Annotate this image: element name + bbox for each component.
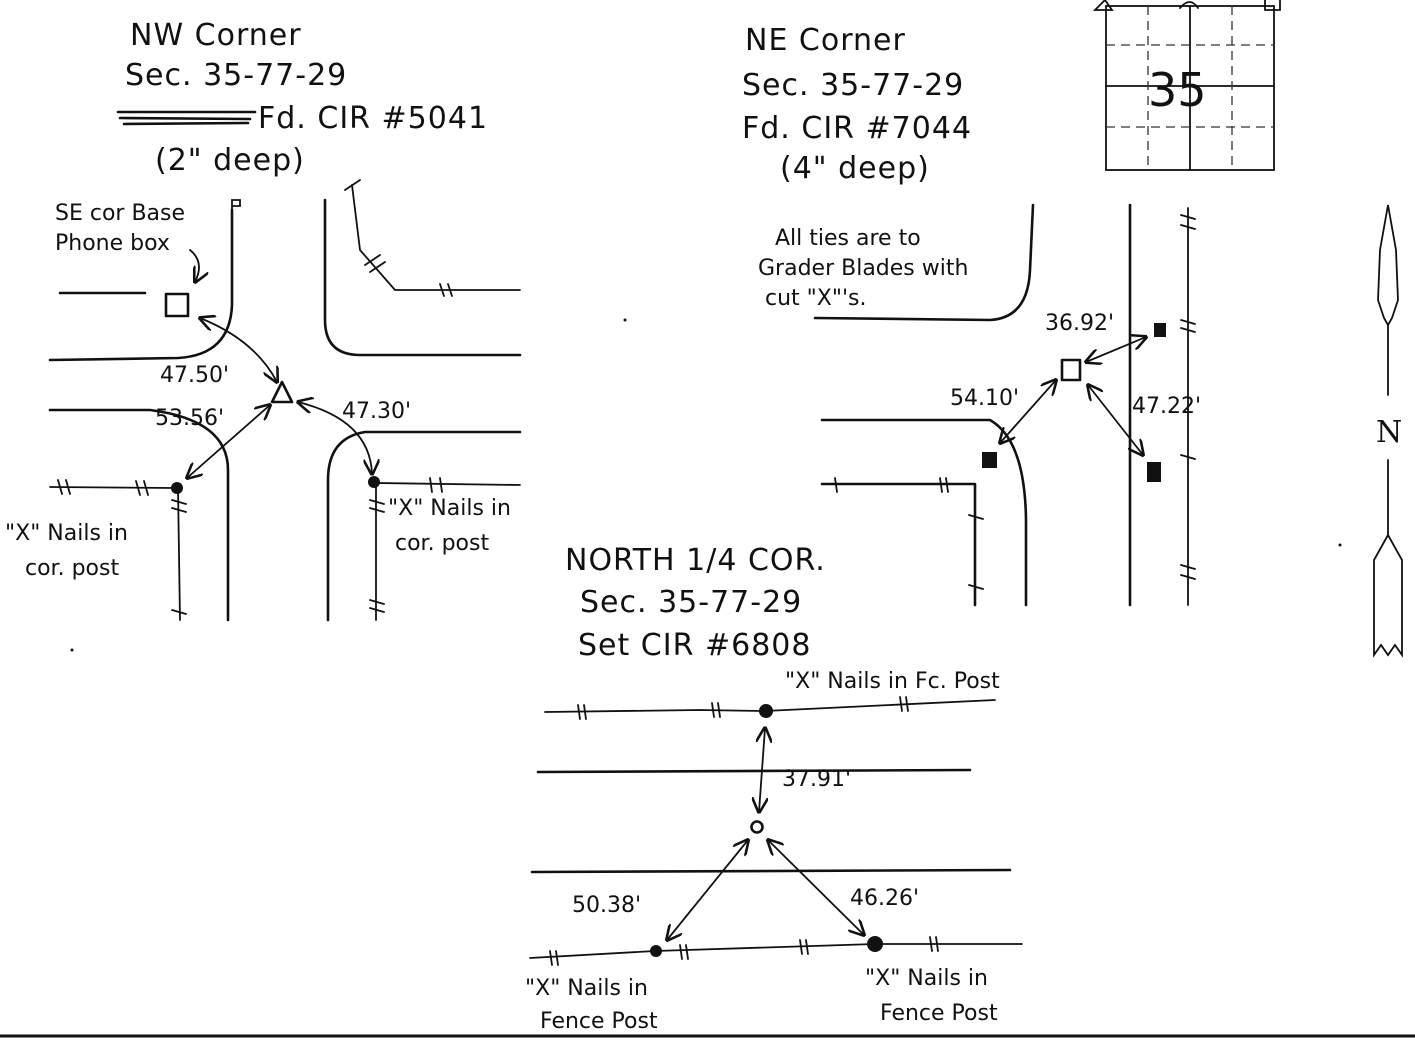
nw-tie-arrow-right-post bbox=[298, 402, 372, 474]
nq-fence-south bbox=[529, 943, 1023, 959]
ne-grader-blade-top bbox=[1154, 323, 1166, 337]
ne-note-line2: Grader Blades with bbox=[758, 256, 968, 281]
nw-strikeout-scribble bbox=[116, 110, 257, 126]
nw-road-edge-east-north bbox=[323, 198, 522, 357]
ne-tie-arrow-right bbox=[1088, 385, 1143, 455]
nw-section: Sec. 35-77-29 bbox=[125, 58, 347, 93]
section-grid-top-marks bbox=[1092, 0, 1281, 11]
nw-phone-box-symbol bbox=[164, 292, 190, 318]
nw-reference-label-line2: Phone box bbox=[55, 231, 170, 256]
ne-section: Sec. 35-77-29 bbox=[742, 68, 964, 103]
ne-corner-group: NE Corner Sec. 35-77-29 Fd. CIR #7044 (4… bbox=[742, 23, 1201, 607]
section-number: 35 bbox=[1148, 63, 1207, 117]
nq-left-post-label-line1: "X" Nails in bbox=[525, 976, 648, 1001]
nw-fence-ticks bbox=[57, 179, 453, 615]
nw-fence-south-left bbox=[177, 487, 181, 621]
sheet-speck bbox=[70, 648, 74, 652]
ne-tie-arrow-left bbox=[1000, 380, 1056, 443]
nq-fence-north-ticks bbox=[577, 696, 909, 720]
ne-note-underline bbox=[813, 203, 1035, 322]
north-quarter-corner-group: NORTH 1/4 COR. Sec. 35-77-29 Set CIR #68… bbox=[525, 543, 1023, 1034]
north-arrow-group: N bbox=[1373, 204, 1403, 658]
ne-grader-blade-right bbox=[1147, 462, 1161, 482]
ne-distance-right: 47.22' bbox=[1132, 394, 1201, 419]
nw-reference-label-line1: SE cor Base bbox=[55, 201, 185, 226]
nq-top-post-label: "X" Nails in Fc. Post bbox=[785, 669, 1000, 694]
nw-distance-right: 47.30' bbox=[342, 399, 411, 424]
nw-road-edge-east-south bbox=[326, 430, 522, 622]
ne-note-line3: cut "X"'s. bbox=[765, 286, 866, 311]
nw-post-label-right-line1: "X" Nails in bbox=[388, 496, 511, 521]
nw-corner-post-right bbox=[368, 476, 380, 488]
nq-left-post-label-line2: Fence Post bbox=[540, 1009, 658, 1034]
nq-distance-right: 46.26' bbox=[850, 886, 919, 911]
nw-fence-upper-right bbox=[351, 184, 521, 291]
nq-tie-arrow-left bbox=[667, 840, 748, 940]
nq-road-edge-south bbox=[530, 868, 1012, 874]
north-arrow-label: N bbox=[1376, 415, 1402, 450]
nw-tie-arrow-left-post bbox=[187, 405, 270, 478]
nq-fence-south-ticks bbox=[549, 936, 939, 966]
ne-title: NE Corner bbox=[745, 23, 906, 58]
nq-top-fence-post bbox=[759, 704, 773, 718]
nw-found-monument: Fd. CIR #5041 bbox=[258, 101, 488, 136]
nq-tie-arrow-top bbox=[759, 728, 765, 812]
ne-fence-ticks bbox=[834, 214, 1196, 590]
nw-distance-box: 47.50' bbox=[160, 363, 229, 388]
nq-set-monument: Set CIR #6808 bbox=[578, 628, 811, 663]
nq-left-fence-post bbox=[650, 945, 662, 957]
nw-post-label-left-line2: cor. post bbox=[25, 556, 119, 581]
ne-found-monument: Fd. CIR #7044 bbox=[742, 111, 972, 146]
nq-distance-left: 50.38' bbox=[572, 893, 641, 918]
nq-section: Sec. 35-77-29 bbox=[580, 585, 802, 620]
nw-title: NW Corner bbox=[130, 18, 302, 53]
nw-fence-lower-left bbox=[49, 486, 176, 489]
ne-depth: (4" deep) bbox=[780, 151, 930, 186]
nw-post-label-right-line2: cor. post bbox=[395, 531, 489, 556]
nw-corner-post-left bbox=[171, 482, 183, 494]
ne-note-line1: All ties are to bbox=[775, 226, 921, 251]
north-arrow-upper-blade bbox=[1377, 204, 1399, 327]
nq-right-post-label-line1: "X" Nails in bbox=[865, 966, 988, 991]
nw-distance-left: 53.56' bbox=[155, 406, 224, 431]
nw-corner-group: NW Corner Sec. 35-77-29 Fd. CIR #5041 (2… bbox=[5, 18, 522, 622]
nq-title: NORTH 1/4 COR. bbox=[565, 543, 826, 578]
nq-right-fence-post bbox=[867, 936, 883, 952]
ne-distance-left: 54.10' bbox=[950, 386, 1019, 411]
nq-road-edge-north bbox=[536, 768, 972, 774]
north-arrow-tail bbox=[1373, 533, 1403, 658]
nw-flag-symbol bbox=[231, 199, 241, 213]
ne-road-edge-south-west bbox=[820, 482, 977, 607]
nw-depth: (2" deep) bbox=[155, 143, 305, 178]
nw-phone-box-pointer-arrow bbox=[189, 249, 199, 282]
sheet-speck bbox=[623, 318, 627, 322]
nq-distance-top: 37.91' bbox=[782, 767, 851, 792]
nw-monument-triangle bbox=[270, 380, 294, 404]
nq-right-post-label-line2: Fence Post bbox=[880, 1001, 998, 1026]
ne-distance-top: 36.92' bbox=[1045, 311, 1114, 336]
nw-tie-arrow-box bbox=[200, 318, 277, 382]
nw-road-edge-west-south bbox=[48, 408, 230, 622]
ne-grader-blade-left bbox=[982, 452, 997, 468]
nq-monument-set bbox=[750, 820, 764, 834]
ne-tie-arrow-top bbox=[1086, 337, 1146, 362]
ne-road-edge-inner bbox=[820, 418, 1028, 607]
nw-fence-lower-right bbox=[374, 482, 521, 486]
ne-monument-box bbox=[1060, 358, 1082, 382]
sheet-speck bbox=[1338, 543, 1342, 547]
nw-post-label-left-line1: "X" Nails in bbox=[5, 521, 128, 546]
nq-fence-north bbox=[544, 699, 996, 713]
section-index-grid: 35 bbox=[1092, 0, 1281, 171]
nq-tie-arrow-right bbox=[768, 840, 864, 935]
